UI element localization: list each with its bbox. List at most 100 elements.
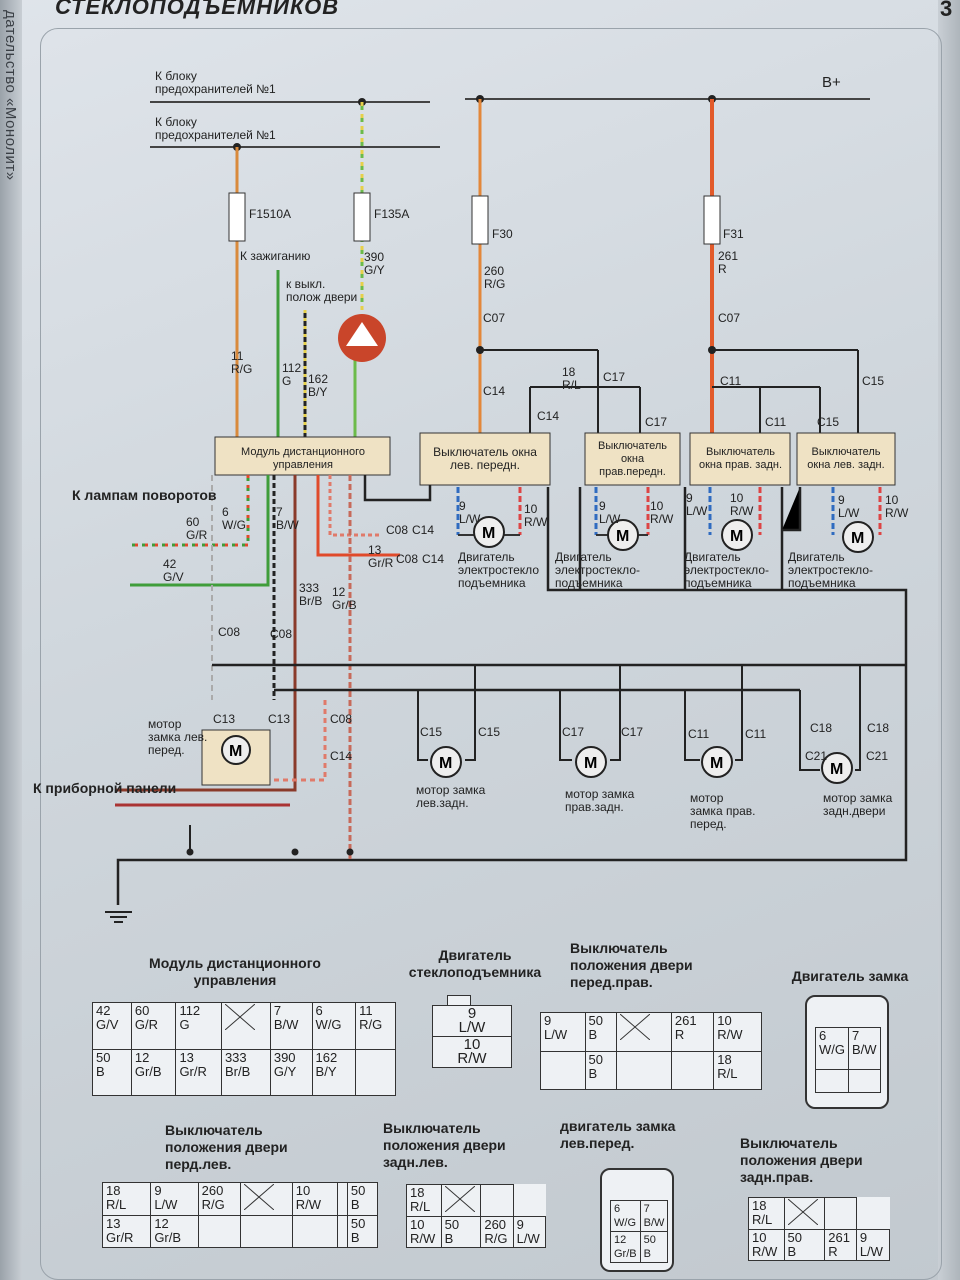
connector-pin: 50 B — [346, 1215, 379, 1248]
connector-pin: 10 R/W — [713, 1011, 762, 1053]
connector-pin: 50 B — [639, 1231, 669, 1263]
svg-text:M: M — [482, 525, 495, 542]
connector-pin: 10 R/W — [432, 1036, 512, 1068]
connector-pin: 13 Gr/R — [101, 1215, 152, 1248]
switch-front-left-label: Выключатель окна лев. передн. — [433, 445, 537, 472]
bplus-label: B+ — [822, 74, 841, 91]
svg-text:M: M — [851, 530, 864, 547]
connector-pin: 12 Gr/B — [130, 1049, 177, 1096]
c14-label-b: C14 — [537, 409, 560, 423]
window-motor-4-label: Двигатель электростекло- подъемника — [788, 550, 873, 590]
connector-pin: 6 W/G — [311, 1001, 357, 1051]
c08-label-e: C08 — [330, 712, 353, 726]
c14-label-a: C14 — [483, 384, 506, 398]
page-spine — [0, 0, 22, 1280]
c18-label-a: C18 — [810, 721, 833, 735]
cross-mark — [619, 1013, 651, 1041]
m3-pin10: 10 R/W — [730, 491, 754, 518]
c21-label-b: C21 — [866, 749, 889, 763]
m2-pin10: 10 R/W — [650, 499, 674, 526]
connector-pin: 7 B/W — [269, 1001, 313, 1051]
m1-pin10: 10 R/W — [524, 502, 548, 529]
connector-pin: 333 Br/B — [220, 1049, 271, 1096]
c08-label-d: C08 — [270, 627, 293, 641]
lock-motor-front-right — [701, 746, 733, 778]
connector-pin — [540, 1051, 586, 1090]
connector-pin: 50 B — [783, 1229, 826, 1261]
unused-pin-cross — [239, 1181, 293, 1217]
cross-mark — [224, 1003, 256, 1031]
c08-label-c: C08 — [218, 625, 241, 639]
connector-pin: 13 Gr/R — [175, 1049, 222, 1096]
legend-motor-key — [447, 995, 471, 1006]
window-motor-4 — [842, 521, 874, 553]
c18-label-b: C18 — [867, 721, 890, 735]
c13-label-a: C13 — [213, 712, 236, 726]
legend-fl-switch-title: Выключатель положения двери перд.лев. — [165, 1122, 288, 1172]
switch-front-right-label: Выключатель окна прав.передн. — [597, 440, 668, 478]
c08-label-a: C08 — [386, 523, 409, 537]
connector-pin — [616, 1051, 672, 1090]
window-motor-1 — [473, 516, 505, 548]
c14-label-c: C14 — [412, 523, 435, 537]
m4-pin9: 9 L/W — [838, 493, 860, 520]
c15-label-c: C15 — [420, 725, 443, 739]
connector-pin: 9 L/W — [432, 1005, 512, 1037]
c17-label-d: C17 — [621, 725, 644, 739]
unused-pin-cross — [220, 1001, 271, 1051]
connector-pin: 9 L/W — [512, 1216, 547, 1248]
fuse-f31-label: F31 — [723, 227, 744, 241]
lock-front-left-label: мотор замка лев. перед. — [148, 717, 208, 757]
connector-pin: 390 G/Y — [269, 1049, 313, 1096]
c08-label-b: C08 — [396, 552, 419, 566]
m4-pin10: 10 R/W — [885, 493, 909, 520]
connector-pin: 6 W/G — [815, 1027, 849, 1070]
connector-pin: 10 R/W — [406, 1216, 442, 1248]
wire-12-label: 12 Gr/B — [332, 585, 357, 612]
connector-pin: 260 R/G — [197, 1181, 241, 1217]
window-motor-1-label: Двигатель электростекло подъемника — [458, 550, 539, 590]
c14-label-d: C14 — [422, 552, 445, 566]
wire-261-label: 261 R — [718, 249, 739, 276]
unused-pin-cross — [616, 1011, 672, 1053]
fuse-f1510a-label: F1510A — [249, 207, 292, 221]
connector-pin: 18 R/L — [406, 1184, 442, 1217]
wire-42-label: 42 G/V — [163, 557, 184, 584]
legend-rl-switch-title: Выключатель положения двери задн.лев. — [383, 1120, 506, 1170]
connector-pin — [197, 1215, 241, 1248]
to-door-switch-label: к выкл. полож двери — [286, 277, 358, 304]
svg-text:M: M — [229, 743, 242, 760]
fuse-f30-label: F30 — [492, 227, 513, 241]
connector-pin: 10 R/W — [291, 1181, 339, 1217]
legend-motor-title: Двигатель стеклоподъемника — [408, 947, 542, 980]
cross-mark — [444, 1185, 475, 1213]
c17-label-a: C17 — [603, 370, 626, 384]
lock-motor-tailgate — [821, 752, 853, 784]
cross-mark — [787, 1198, 818, 1226]
connector-pin — [291, 1215, 339, 1248]
connector-pin: 60 G/R — [130, 1001, 177, 1051]
connector-pin: 6 W/G — [610, 1200, 641, 1232]
remote-module-label: Модуль дистанционного управления — [241, 446, 365, 471]
connector-pin: 9 L/W — [540, 1011, 586, 1053]
m1-pin9: 9 L/W — [459, 499, 481, 526]
connector-pin: 112 G — [175, 1001, 222, 1051]
connector-pin: 12 Gr/B — [150, 1215, 199, 1248]
m2-pin9: 9 L/W — [599, 499, 621, 526]
wire-390-label: 390 G/Y — [364, 250, 385, 277]
turn-lamps-label: К лампам поворотов — [72, 487, 217, 503]
connector-pin: 50 B — [346, 1181, 379, 1217]
fuse-f135a-label: F135A — [374, 207, 410, 221]
wire-162-label: 162 B/Y — [308, 372, 329, 399]
to-fuse-block-1: К блоку предохранителей №1 — [155, 69, 276, 96]
connector-pin: 9 L/W — [855, 1229, 891, 1261]
next-page-edge — [938, 0, 960, 1280]
window-motor-2-label: Двигатель электростекло- подъемника — [555, 550, 640, 590]
connector-pin: 7 B/W — [848, 1027, 881, 1070]
legend-lock-motor-title: Двигатель замка — [791, 968, 909, 984]
connector-pin: 50 B — [584, 1051, 618, 1090]
lock-rear-left-label: мотор замка лев.задн. — [416, 783, 486, 810]
window-motor-3 — [721, 519, 753, 551]
